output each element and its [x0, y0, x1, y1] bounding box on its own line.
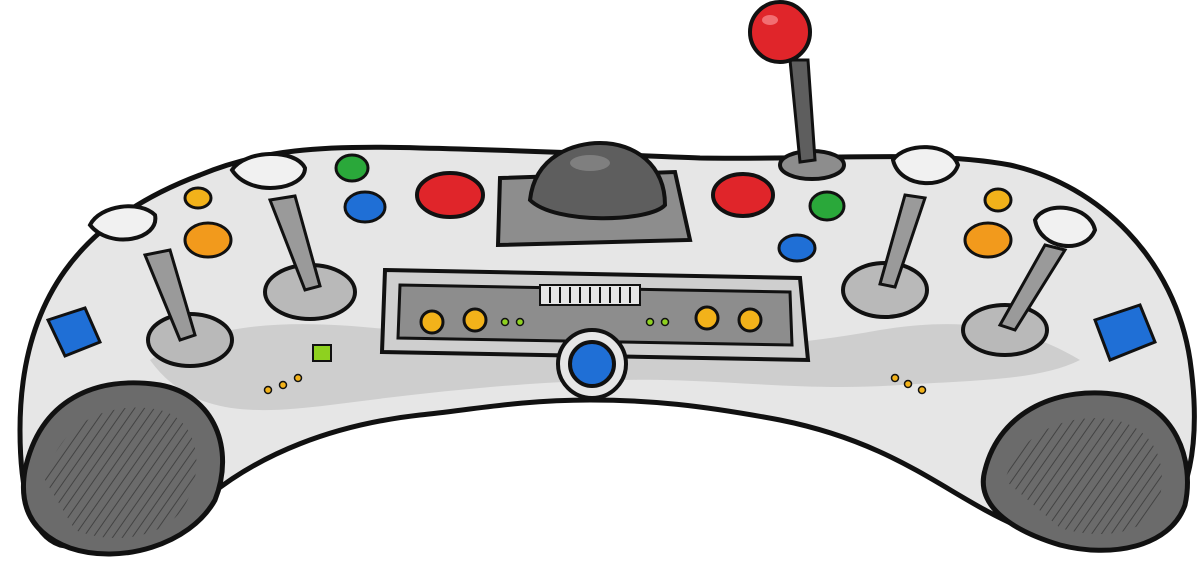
blue-button-left[interactable]: [343, 190, 387, 224]
left-green-led: [312, 344, 332, 362]
right-buttons: [711, 172, 1157, 362]
red-button-right[interactable]: [711, 172, 775, 218]
blue-button-right[interactable]: [777, 233, 817, 263]
right-inner-joystick[interactable]: [841, 145, 961, 319]
panel-light-2: [462, 307, 488, 333]
green-button-left[interactable]: [334, 153, 370, 183]
orange-button-right[interactable]: [963, 221, 1013, 259]
trackball[interactable]: [527, 140, 668, 221]
center-blue-button[interactable]: [556, 328, 628, 400]
yellow-button-left[interactable]: [183, 186, 213, 210]
panel-light-1: [419, 309, 445, 335]
instrument-panel: [379, 267, 811, 400]
red-button-left[interactable]: [415, 171, 485, 219]
left-indicator-lights: [263, 373, 303, 395]
indicator-dots-center: [500, 317, 670, 327]
blue-side-button-left[interactable]: [45, 306, 102, 358]
red-flight-stick[interactable]: [748, 0, 846, 181]
left-buttons: [45, 153, 485, 358]
left-inner-joystick[interactable]: [229, 152, 357, 321]
blue-side-button-right[interactable]: [1093, 303, 1157, 362]
trackball-mount: [495, 140, 693, 248]
orange-button-left[interactable]: [183, 221, 233, 259]
right-grip: [980, 390, 1190, 553]
left-grip: [21, 380, 226, 557]
panel-light-4: [737, 307, 763, 333]
right-indicator-lights: [890, 373, 927, 395]
left-outer-joystick[interactable]: [87, 204, 234, 368]
panel-light-3: [694, 305, 720, 331]
green-button-right[interactable]: [808, 190, 846, 222]
yellow-button-right[interactable]: [983, 187, 1013, 213]
right-outer-joystick[interactable]: [961, 205, 1098, 357]
